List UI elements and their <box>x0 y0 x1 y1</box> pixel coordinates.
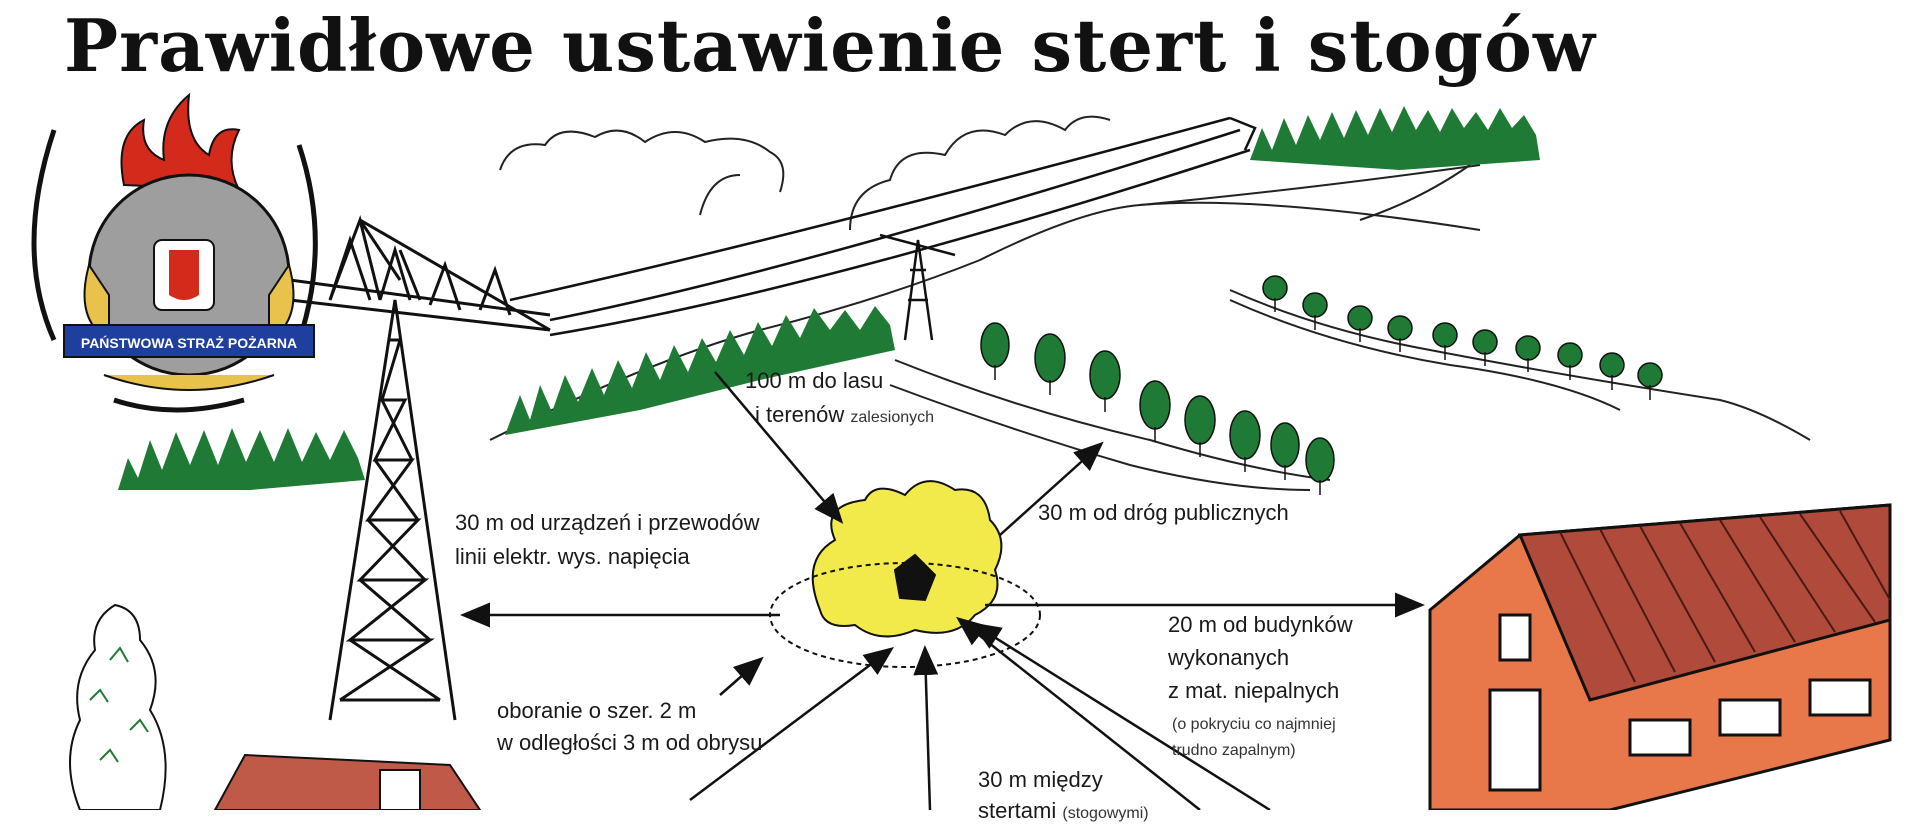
power-lines-wires <box>509 116 1257 337</box>
label-roads: 30 m od dróg publicznych <box>1038 500 1289 525</box>
scene-illustration <box>69 106 1892 810</box>
label-plowing-line1: oboranie o szer. 2 m <box>497 698 697 723</box>
building-right <box>1428 503 1892 810</box>
road-line-1 <box>894 359 1331 481</box>
label-buildings-note1: (o pokryciu co najmniej <box>1172 716 1336 733</box>
tree-row-1 <box>980 322 1335 495</box>
power-pylon-main <box>289 214 551 721</box>
label-between-stacks-line2: stertami (stogowymi) <box>978 798 1149 827</box>
power-pylon-far <box>879 233 956 341</box>
label-between-stacks-line1: 30 m między <box>978 767 1103 792</box>
building-left <box>213 753 482 810</box>
forest-band-top-right <box>1250 106 1540 170</box>
page-title: Prawidłowe ustawienie stert i stogów <box>64 3 1596 88</box>
label-buildings-line2: wykonanych <box>1168 645 1290 670</box>
cloud-left <box>499 129 785 216</box>
label-forest-line2a: i terenów <box>755 402 845 427</box>
label-buildings-line3: z mat. niepalnych <box>1168 678 1340 703</box>
label-buildings-line1: 20 m od budynków <box>1168 612 1353 637</box>
label-buildings-note2: trudno zapalnym) <box>1172 742 1296 759</box>
label-forest-line1: 100 m do lasu <box>745 368 884 393</box>
tree-row-2 <box>1262 275 1663 400</box>
label-plowing-line2: w odległości 3 m od obrysu <box>497 730 763 755</box>
tree-left <box>69 603 167 810</box>
svg-text:PAŃSTWOWA STRAŻ POŻARNA: PAŃSTWOWA STRAŻ POŻARNA <box>81 335 297 351</box>
label-between-stacks-line2a: stertami <box>978 798 1057 823</box>
label-between-stacks-line2b: (stogowymi) <box>1062 805 1149 822</box>
diagram-canvas: Prawidłowe ustawienie stert i stogów <box>31 3 1892 823</box>
label-powerline-line1: 30 m od urządzeń i przewodów <box>455 510 760 535</box>
forest-band-left <box>118 428 365 490</box>
distance-arrows <box>460 371 1425 810</box>
label-forest-line2: i terenów zalesionych <box>755 402 934 431</box>
label-forest-line2b: zalesionych <box>850 409 935 426</box>
hill-far <box>1139 164 1481 206</box>
forest-band-center <box>505 306 895 435</box>
cloud-right <box>849 115 1111 231</box>
psp-emblem-icon: PAŃSTWOWA STRAŻ POŻARNA <box>31 92 318 413</box>
label-powerline-line2: linii elektr. wys. napięcia <box>455 544 690 569</box>
